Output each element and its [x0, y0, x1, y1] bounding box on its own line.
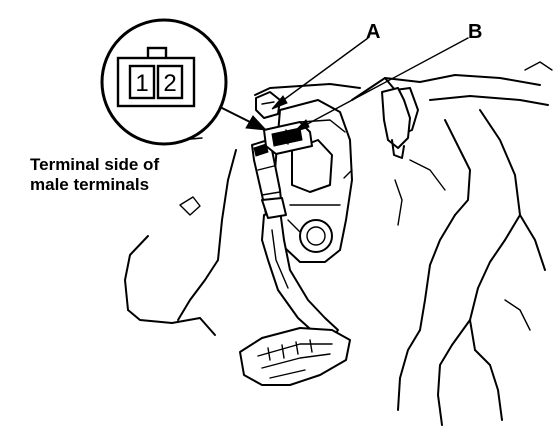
- leader-line-b: [293, 37, 469, 133]
- vehicle-body-structure: [351, 61, 553, 426]
- mount-pin: [381, 87, 411, 159]
- brake-light-switch: [251, 139, 287, 219]
- dashboard-trim: [124, 83, 361, 336]
- caption-line-2: male terminals: [30, 175, 149, 194]
- pedal-pad: [239, 327, 351, 386]
- leader-line-a: [271, 37, 369, 110]
- magnifier-arrow: [221, 107, 268, 131]
- connector-magnifier: 1 2: [100, 18, 228, 146]
- terminal-1-box: [128, 64, 156, 100]
- callout-b-label: B: [468, 21, 482, 43]
- terminal-1-label: 1: [135, 70, 148, 97]
- terminal-2-label: 2: [163, 70, 176, 97]
- callout-a-label: A: [366, 21, 380, 43]
- locknut-a: [255, 91, 281, 119]
- terminal-2-box: [156, 64, 184, 100]
- caption-line-1: Terminal side of: [30, 155, 159, 174]
